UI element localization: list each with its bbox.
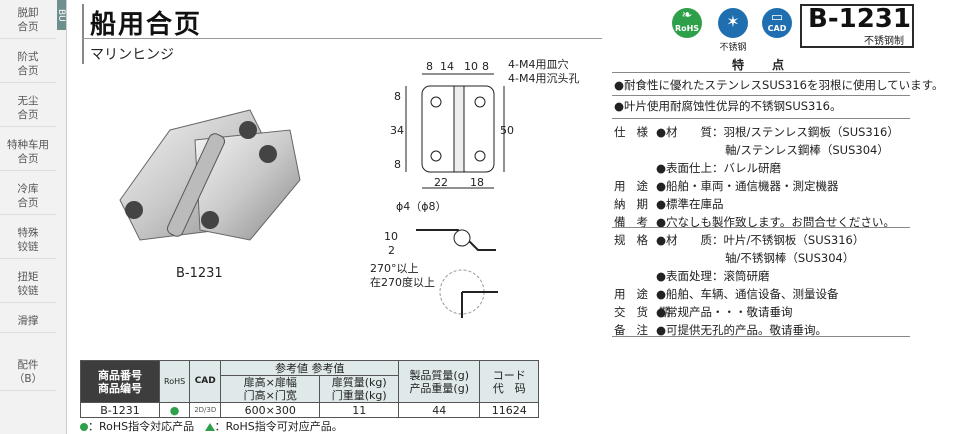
spec-value: ●常规产品・・・敬请垂询	[656, 305, 793, 319]
svg-text:作動範囲270°以上: 作動範囲270°以上	[370, 261, 419, 275]
product-code: B-1231	[808, 4, 911, 34]
stainless-badge-label: 不锈钢	[719, 43, 747, 53]
sidebar-item[interactable]: 特殊 铰链	[0, 226, 56, 259]
col-door-weight: 扉質量(kg) 门重量(kg)	[319, 375, 400, 403]
svg-text:34: 34	[390, 124, 404, 137]
svg-text:50: 50	[500, 124, 514, 137]
spec-value: ●材 質：羽根/ステンレス鋼板（SUS316）	[656, 125, 899, 139]
col-code: コード 代 码	[479, 360, 540, 403]
spec-value: ●表面处理：滚筒研磨	[656, 269, 770, 283]
spec-value: ●船舶、车辆、通信设备、测量设备	[656, 287, 839, 301]
page-subtitle: マリンヒンジ	[90, 47, 174, 63]
svg-text:14: 14	[440, 60, 454, 73]
svg-text:8: 8	[426, 60, 433, 73]
col-rohs: RoHS	[158, 360, 191, 403]
spec-value: ●標準在庫品	[656, 197, 724, 211]
svg-text:10: 10	[464, 60, 478, 73]
table-row: B-1231 ● 2D/3D 600×300 11 44 11624	[80, 402, 540, 418]
spec-key: 交货期	[614, 305, 682, 319]
svg-text:10: 10	[384, 230, 398, 243]
spec-value: ●表面仕上：バレル研磨	[656, 161, 782, 175]
sidebar-item[interactable]: 脱卸 合页	[0, 6, 56, 39]
cell-code: 11624	[479, 402, 540, 418]
cell-size: 600×300	[220, 402, 321, 418]
technical-drawing: 8 14 10 8 4-M4用皿穴 4-M4用沉头孔 8 34 8 50 22 …	[370, 57, 579, 318]
svg-text:4-M4用沉头孔: 4-M4用沉头孔	[508, 72, 579, 85]
svg-text:2: 2	[388, 244, 395, 257]
title-accent-bar	[82, 4, 84, 64]
rohs-full-icon	[80, 423, 88, 431]
spec-divider	[612, 227, 910, 228]
sidebar-item[interactable]: 配件 （B）	[0, 358, 56, 391]
rohs-legend: ：RoHS指令対応产品 ：RoHS指令可对应产品。	[80, 418, 343, 434]
features-rule-bottom	[612, 118, 910, 119]
stainless-badge-icon: ✶	[718, 8, 748, 38]
cell-rohs: ●	[158, 402, 191, 418]
page-title: 船用合页	[90, 10, 203, 40]
sidebar-item[interactable]: 特种车用 合页	[0, 138, 56, 171]
svg-text:4-M4用皿穴: 4-M4用皿穴	[508, 57, 568, 71]
col-ref: 参考値 参考值	[220, 360, 400, 376]
parts-table: 商品番号 商品编号 RoHS CAD 参考値 参考值 製品質量(g) 产品重量(…	[80, 360, 540, 418]
sidebar-item[interactable]: 无尘 合页	[0, 94, 56, 127]
spec-value: ●船舶・車両・通信機器・測定機器	[656, 179, 839, 193]
svg-text:8: 8	[482, 60, 489, 73]
sidebar-item[interactable]: 扭矩 铰链	[0, 270, 56, 303]
spec-value: 轴/不锈钢棒（SUS304）	[656, 251, 855, 265]
spec-rule-bottom	[612, 336, 910, 337]
svg-text:8: 8	[394, 158, 401, 171]
title-divider	[82, 38, 602, 39]
features-rule-top	[612, 72, 910, 73]
product-material: 不锈钢制	[864, 36, 904, 47]
rohs-badge-icon: ❧RoHS	[672, 8, 702, 38]
rohs-partial-icon	[204, 423, 215, 431]
spec-key: 納期	[614, 197, 659, 211]
spec-key: 備考	[614, 215, 659, 229]
spec-value: ●材 质：叶片/不锈钢板（SUS316）	[656, 233, 865, 247]
svg-text:8: 8	[394, 90, 401, 103]
cell-weight: 44	[398, 402, 481, 418]
features-heading: 特 点	[731, 58, 792, 72]
features-rule-mid	[612, 95, 910, 96]
spec-key: 用途	[614, 179, 659, 193]
svg-text:18: 18	[470, 176, 484, 189]
col-part: 商品番号 商品编号	[80, 360, 160, 403]
sidebar-item[interactable]: 阶式 合页	[0, 50, 56, 83]
product-photo	[119, 109, 301, 241]
sidebar-item[interactable]: 滑撑	[0, 314, 56, 333]
col-cad: CAD	[189, 360, 222, 403]
spec-key: 仕様	[614, 125, 659, 139]
col-size: 扉高×扉幅 门高×门宽	[220, 375, 321, 403]
product-code-box	[800, 4, 914, 48]
spec-key: 用途	[614, 287, 659, 301]
cell-part: B-1231	[80, 402, 160, 418]
cad-badge-icon[interactable]: ▭CAD	[762, 8, 792, 38]
spec-value: ●可提供无孔的产品。敬请垂询。	[656, 323, 828, 337]
spec-value: 軸/ステンレス鋼棒（SUS304）	[656, 143, 889, 157]
spec-key: 规格	[614, 233, 659, 247]
col-weight: 製品質量(g) 产品重量(g)	[398, 360, 481, 403]
cell-cad[interactable]: 2D/3D	[189, 402, 222, 418]
svg-text:ϕ4（ϕ8）: ϕ4（ϕ8）	[396, 200, 447, 213]
sidebar-item[interactable]: 冷库 合页	[0, 182, 56, 215]
feature-cn: ●叶片使用耐腐蚀性优异的不锈钢SUS316。	[614, 99, 842, 113]
product-caption: B-1231	[176, 266, 223, 281]
section-tab[interactable]: BU	[56, 0, 66, 30]
category-sidebar	[0, 0, 67, 434]
spec-value: ●穴なしも製作致します。お問合せください。	[656, 215, 895, 229]
cell-door-weight: 11	[319, 402, 400, 418]
svg-text:动作范围在270度以上: 动作范围在270度以上	[370, 275, 435, 289]
spec-key: 备注	[614, 323, 659, 337]
svg-text:22: 22	[434, 176, 448, 189]
feature-jp: ●耐食性に優れたステンレスSUS316を羽根に使用しています。	[614, 78, 944, 92]
